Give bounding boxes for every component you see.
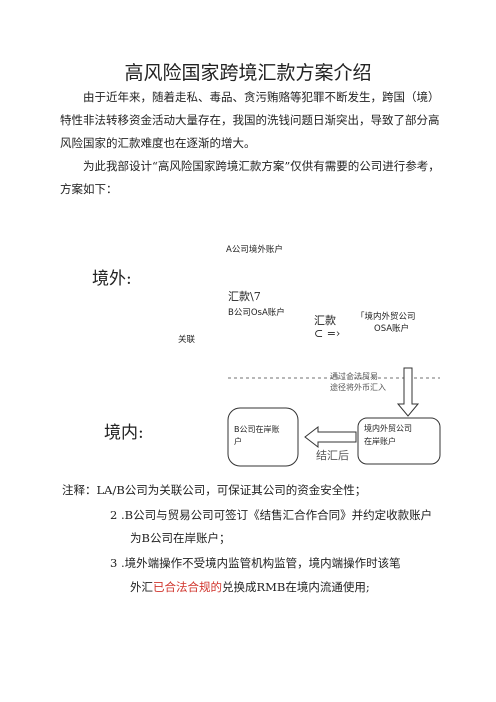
- note-2-cont: 为B公司在岸账户；: [130, 531, 231, 545]
- trade-label-1: 通过合法贸易: [330, 372, 378, 381]
- note-3: 3 .境外端操作不受境内监管机构监管，境内端操作时该笔: [110, 556, 401, 570]
- foreign-co-label-2: 在岸账户: [364, 437, 396, 446]
- note-3-highlight: 已合法合规的: [153, 580, 222, 594]
- domestic-osa-label-2: OSA账户: [374, 324, 410, 334]
- page-title: 高风险国家跨境汇款方案介绍: [124, 62, 372, 84]
- note-3-cont: 外汇已合法合规的兑换成RMB在境内流通使用;: [130, 579, 370, 595]
- left-arrow-icon: [304, 425, 357, 449]
- b-onshore-box: [227, 407, 299, 467]
- note-1: 注释：LA/B公司为关联公司，可保证其公司的资金安全性；: [62, 483, 367, 497]
- remit-arrow-text: ⊂ =›: [314, 327, 341, 340]
- a-company-label: A公司境外账户: [226, 245, 283, 255]
- down-arrow-icon: [396, 367, 420, 417]
- domestic-label: 境内:: [104, 423, 144, 443]
- overseas-label: 境外:: [92, 269, 132, 289]
- intro-paragraph: 由于近年来，随着走私、毒品、贪污贿赂等犯罪不断发生，跨国（境）特性非法转移资金活…: [60, 90, 440, 150]
- domestic-osa-label-1: 「境内外贸公司: [356, 312, 416, 322]
- b-onshore-label-1: B公司在岸账: [234, 425, 280, 434]
- related-label: 关联: [178, 335, 196, 345]
- b-onshore-label-2: 户: [234, 437, 242, 446]
- foreign-co-label-1: 境内外贸公司: [364, 424, 412, 433]
- remit-label-2: 汇款: [314, 314, 336, 327]
- plan-paragraph: 为此我部设计“高风险国家跨境汇款方案”仅供有需要的公司进行参考，方案如下：: [60, 159, 440, 196]
- after-settle-label: 结汇后: [316, 449, 349, 462]
- foreign-co-box: [357, 417, 441, 465]
- note-3-suffix: 兑换成RMB在境内流通使用;: [222, 580, 370, 594]
- remit-label-1: 汇款\7: [228, 290, 261, 303]
- b-osa-label: B公司OsA账户: [228, 308, 285, 318]
- note-2: 2 .B公司与贸易公司可签订《结售汇合作合同》并约定收款账户: [110, 508, 433, 522]
- note-3-prefix: 外汇: [130, 580, 153, 594]
- trade-label-2: 途径将外币汇入: [330, 383, 386, 392]
